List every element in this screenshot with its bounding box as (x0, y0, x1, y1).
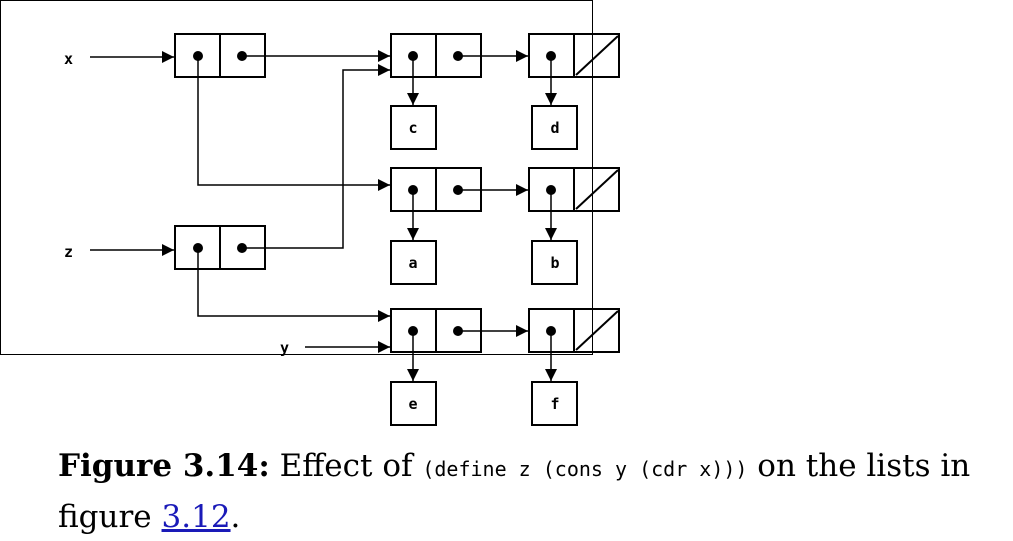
atom-box-c (390, 105, 437, 150)
atom-c: c (408, 119, 417, 137)
caption-text-after: on the lists in figure (58, 448, 971, 535)
label-z: z (64, 243, 73, 261)
caption-code: (define z (cons y (cdr x))) (422, 457, 748, 481)
caption-text-before: Effect of (269, 448, 423, 484)
box-and-pointer-diagram: x z y c d a b e f (64, 33, 620, 426)
label-x: x (64, 50, 73, 68)
atom-box-f (531, 381, 578, 426)
atom-d: d (550, 119, 559, 137)
caption-end: . (230, 499, 241, 535)
atom-f: f (550, 395, 559, 413)
diagram-frame (0, 0, 593, 355)
atom-box-e (390, 381, 437, 426)
figure-link[interactable]: 3.12 (161, 499, 231, 535)
atom-b: b (550, 254, 559, 272)
atom-box-a (390, 240, 437, 285)
atom-a: a (408, 254, 417, 272)
atom-e: e (408, 395, 417, 413)
figure-number: Figure 3.14: (58, 448, 270, 484)
atom-box-d (531, 105, 578, 150)
label-y: y (280, 339, 289, 357)
figure-caption: Figure 3.14: Effect of (define z (cons y… (58, 442, 978, 541)
atom-box-b (531, 240, 578, 285)
